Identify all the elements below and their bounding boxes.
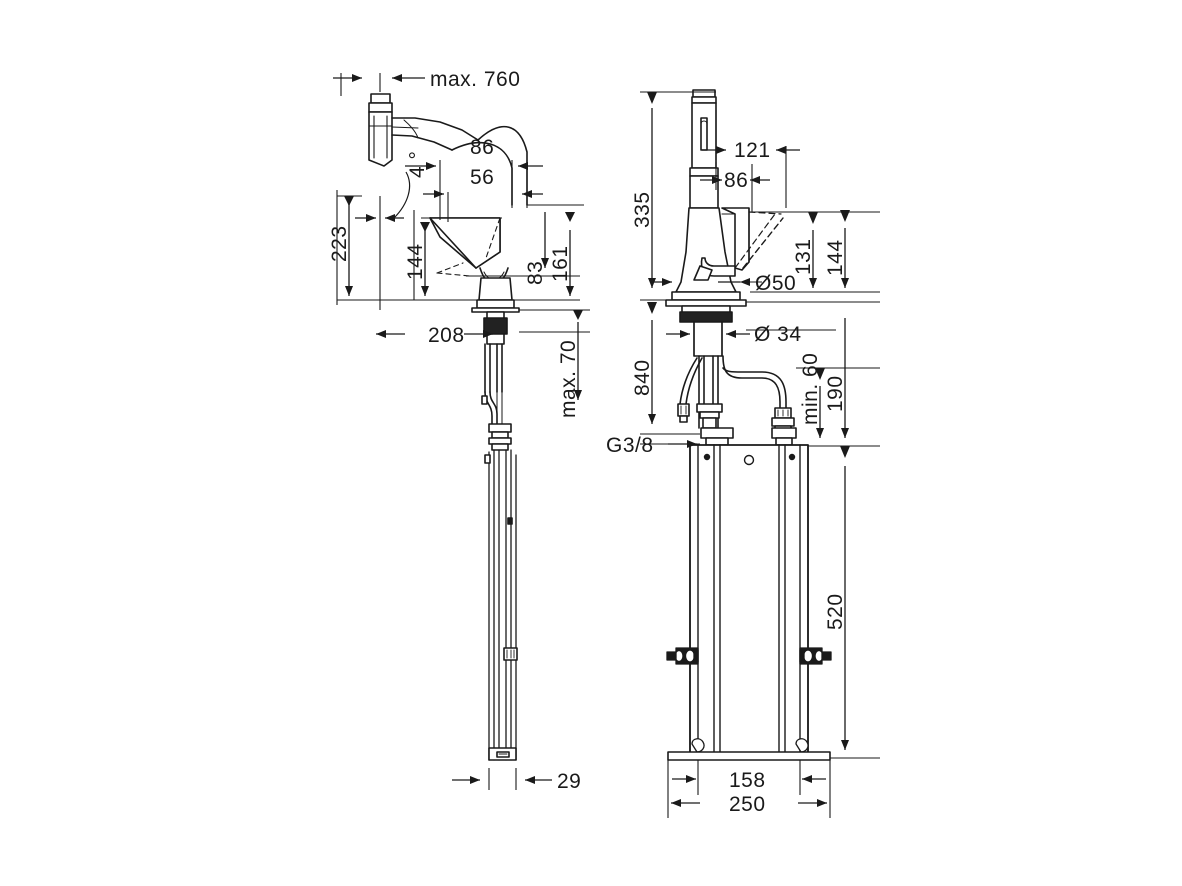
dimension-161: 161 xyxy=(549,204,584,296)
label-g38: G3/8 xyxy=(606,434,697,457)
dimension-250: 250 xyxy=(671,793,827,816)
dimension-label-131: 131 xyxy=(792,238,815,275)
dimension-label-max-70: max. 70 xyxy=(557,340,580,418)
dimension-144: 144 xyxy=(404,222,430,296)
dimension-label-840: 840 xyxy=(631,359,654,396)
dimension-840: 840 xyxy=(631,302,657,424)
dimension-min-60: min. 60 xyxy=(799,353,825,438)
dimension-label-223: 223 xyxy=(328,225,351,262)
dimension-label-250: 250 xyxy=(729,793,766,816)
dimension-label-144: 144 xyxy=(404,243,427,280)
dimension-max-760: max. 760 xyxy=(333,68,520,91)
dimension-158: 158 xyxy=(672,769,826,792)
dimension-131: 131 xyxy=(792,212,818,288)
dimension-86-side: 86 xyxy=(405,136,543,170)
dimension-121: 121 xyxy=(702,139,800,162)
dimension-335: 335 xyxy=(631,92,657,288)
dimension-144-front: 144 xyxy=(824,210,850,288)
dimension-label-208: 208 xyxy=(428,324,465,347)
front-view-faucet-geometry xyxy=(665,89,832,761)
dimension-label-335: 335 xyxy=(631,191,654,228)
dimension-label-520: 520 xyxy=(824,593,847,630)
dimension-label-83: 83 xyxy=(524,261,547,285)
dimension-max-70: max. 70 xyxy=(557,310,583,418)
dimension-56: 56 xyxy=(423,166,543,198)
dimension-223: 223 xyxy=(328,195,362,296)
dimension-label-g38: G3/8 xyxy=(606,434,654,457)
dimension-label-min-60: min. 60 xyxy=(799,353,822,425)
dimension-label-161: 161 xyxy=(549,245,572,282)
dimension-label-diameter-50: Ø50 xyxy=(755,272,796,295)
dimension-29: 29 xyxy=(452,770,581,793)
dimension-label-29: 29 xyxy=(557,770,581,793)
dimension-520: 520 xyxy=(824,446,850,750)
dimension-label-121: 121 xyxy=(734,139,771,162)
dimension-208: 208 xyxy=(376,324,493,347)
dimension-label-diameter-34: Ø 34 xyxy=(754,323,802,346)
dimension-86-front: 86 xyxy=(700,169,770,192)
dimension-label-86-side: 86 xyxy=(470,136,494,159)
dimension-190: 190 xyxy=(824,318,849,438)
dimension-label-56: 56 xyxy=(470,166,494,189)
side-view-faucet-geometry xyxy=(368,93,528,761)
dimension-label-86-front: 86 xyxy=(724,169,748,192)
dimension-label-max-760: max. 760 xyxy=(430,68,520,91)
dimension-diameter-50: Ø50 xyxy=(650,272,796,295)
dimension-label-144-front: 144 xyxy=(824,239,847,276)
dimension-diameter-34: Ø 34 xyxy=(666,323,802,346)
front-view-group: 335 121 86 131 144 xyxy=(606,89,880,818)
dimension-label-158: 158 xyxy=(729,769,766,792)
dimension-angle-4: 4 ° xyxy=(355,151,429,222)
side-view-group: max. 760 4 ° 223 144 86 xyxy=(328,68,590,793)
dimension-label-190: 190 xyxy=(824,375,847,412)
dimension-label-angle-4: 4 ° xyxy=(406,151,429,178)
